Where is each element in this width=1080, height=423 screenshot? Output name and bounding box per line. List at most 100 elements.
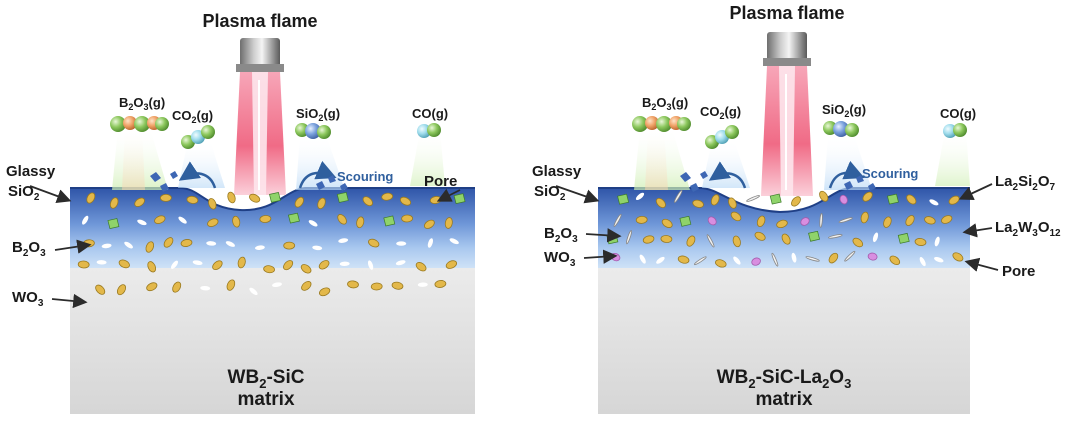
wo3-particle: [259, 215, 272, 223]
wo3-particle: [172, 281, 182, 293]
wo3-particle: [232, 215, 241, 228]
wo3-particle: [147, 261, 157, 273]
wo3-particle: [730, 211, 742, 222]
wo3-particle: [661, 218, 673, 228]
left-label-co2-gas: CO2(g): [172, 108, 213, 125]
wo3-particle: [263, 265, 275, 274]
la2w3o12-particle: [805, 256, 820, 262]
pore: [137, 219, 147, 226]
wo3-particle: [756, 215, 766, 228]
right-molecule-co: [943, 123, 967, 138]
la2w3o12-particle: [819, 213, 823, 228]
wo3-particle: [914, 238, 927, 246]
wo3-particle: [95, 284, 106, 295]
b2o3-particle: [288, 212, 300, 224]
left-scouring-label: Scouring: [337, 169, 393, 184]
wo3-particle: [283, 260, 294, 271]
la2si2o7-particle: [800, 217, 810, 226]
pore: [206, 241, 217, 246]
wo3-particle: [424, 219, 435, 229]
wo3-particle: [710, 194, 720, 206]
wo3-particle: [924, 216, 936, 225]
la2w3o12-particle: [693, 256, 707, 266]
wo3-particle: [883, 216, 892, 228]
wo3-particle: [391, 281, 404, 290]
pore: [656, 256, 665, 264]
left-label-co-gas: CO(g): [412, 106, 448, 121]
wo3-particle: [852, 237, 864, 248]
b2o3-particle: [269, 191, 281, 203]
wo3-particle: [686, 235, 696, 247]
pore: [635, 192, 645, 201]
pore: [312, 245, 323, 251]
wo3-particle: [655, 197, 666, 209]
right-label-glassy: Glassy: [532, 163, 582, 180]
left-molecule-co2: [181, 125, 215, 149]
right-label-la2si2o7: La2Si2O7: [995, 173, 1056, 193]
left-arrow-glassy: [29, 185, 72, 204]
left-matrix-line1: WB2-SiC: [228, 367, 305, 391]
pore: [178, 216, 187, 224]
wo3-particle: [319, 287, 331, 297]
right-label-b2o3-gas: B2O3(g): [642, 95, 688, 112]
wo3-particle: [186, 195, 199, 204]
b2o3-particle: [383, 215, 396, 227]
wo3-particle: [337, 214, 347, 225]
right-scour-arrow-right: [828, 160, 865, 189]
pore: [254, 245, 265, 250]
pore: [272, 282, 282, 288]
wo3-particle: [889, 255, 901, 266]
pore: [791, 252, 797, 263]
right-arrow-pore: [964, 257, 999, 272]
wo3-particle: [828, 252, 839, 264]
wo3-particle: [754, 231, 766, 241]
pore: [308, 220, 318, 227]
right-arrow-wo3: [583, 249, 618, 264]
wo3-particle: [692, 199, 704, 208]
wo3-particle: [952, 252, 964, 262]
wo3-particle: [905, 215, 915, 226]
b2o3-particle: [107, 218, 120, 229]
right-scour-debris: [680, 171, 876, 192]
wo3-particle: [356, 216, 365, 229]
la2w3o12-particle: [674, 189, 683, 203]
wo3-particle: [415, 262, 427, 272]
la2w3o12-particle: [844, 250, 856, 262]
right-label-glassy-sio2: SiO2: [534, 183, 566, 203]
left-matrix-line2: matrix: [237, 389, 294, 410]
wo3-particle: [300, 264, 312, 274]
wo3-particle: [116, 284, 127, 296]
right-oxide-layer: [598, 188, 970, 268]
wo3-particle: [791, 196, 801, 207]
pore: [934, 257, 944, 263]
left-oxide-layer: [70, 188, 475, 268]
la2w3o12-particle: [613, 213, 622, 227]
wo3-particle: [154, 215, 166, 224]
pore: [449, 238, 459, 245]
b2o3-particle: [897, 232, 910, 244]
wo3-particle: [77, 260, 90, 269]
pore: [396, 241, 407, 246]
wo3-particle: [660, 235, 673, 243]
la2si2o7-particle: [839, 194, 848, 205]
wo3-particle: [819, 190, 829, 202]
wo3-particle: [249, 193, 261, 203]
wo3-particle: [362, 196, 373, 207]
b2o3-particle: [453, 193, 466, 205]
la2w3o12-particle: [746, 195, 760, 202]
wo3-particle: [728, 197, 737, 209]
wo3-particle: [381, 192, 394, 201]
right-nozzle: [767, 32, 807, 62]
wo3-particle: [237, 256, 246, 269]
left-molecule-sio2: [295, 123, 331, 139]
left-arrow-b2o3: [54, 239, 92, 254]
pore: [929, 199, 939, 206]
right-label-wo3: WO3: [544, 249, 576, 269]
left-scour-arrow-left: [178, 161, 217, 189]
b2o3-particle: [679, 215, 692, 227]
left-panel: Plasma flame B2O3(g) CO2(g) SiO2(g) CO(g…: [6, 11, 475, 414]
right-molecule-co2: [705, 125, 739, 149]
right-layer-surface: [598, 187, 970, 214]
right-label-pore: Pore: [1002, 263, 1035, 280]
wo3-particle: [118, 259, 130, 269]
